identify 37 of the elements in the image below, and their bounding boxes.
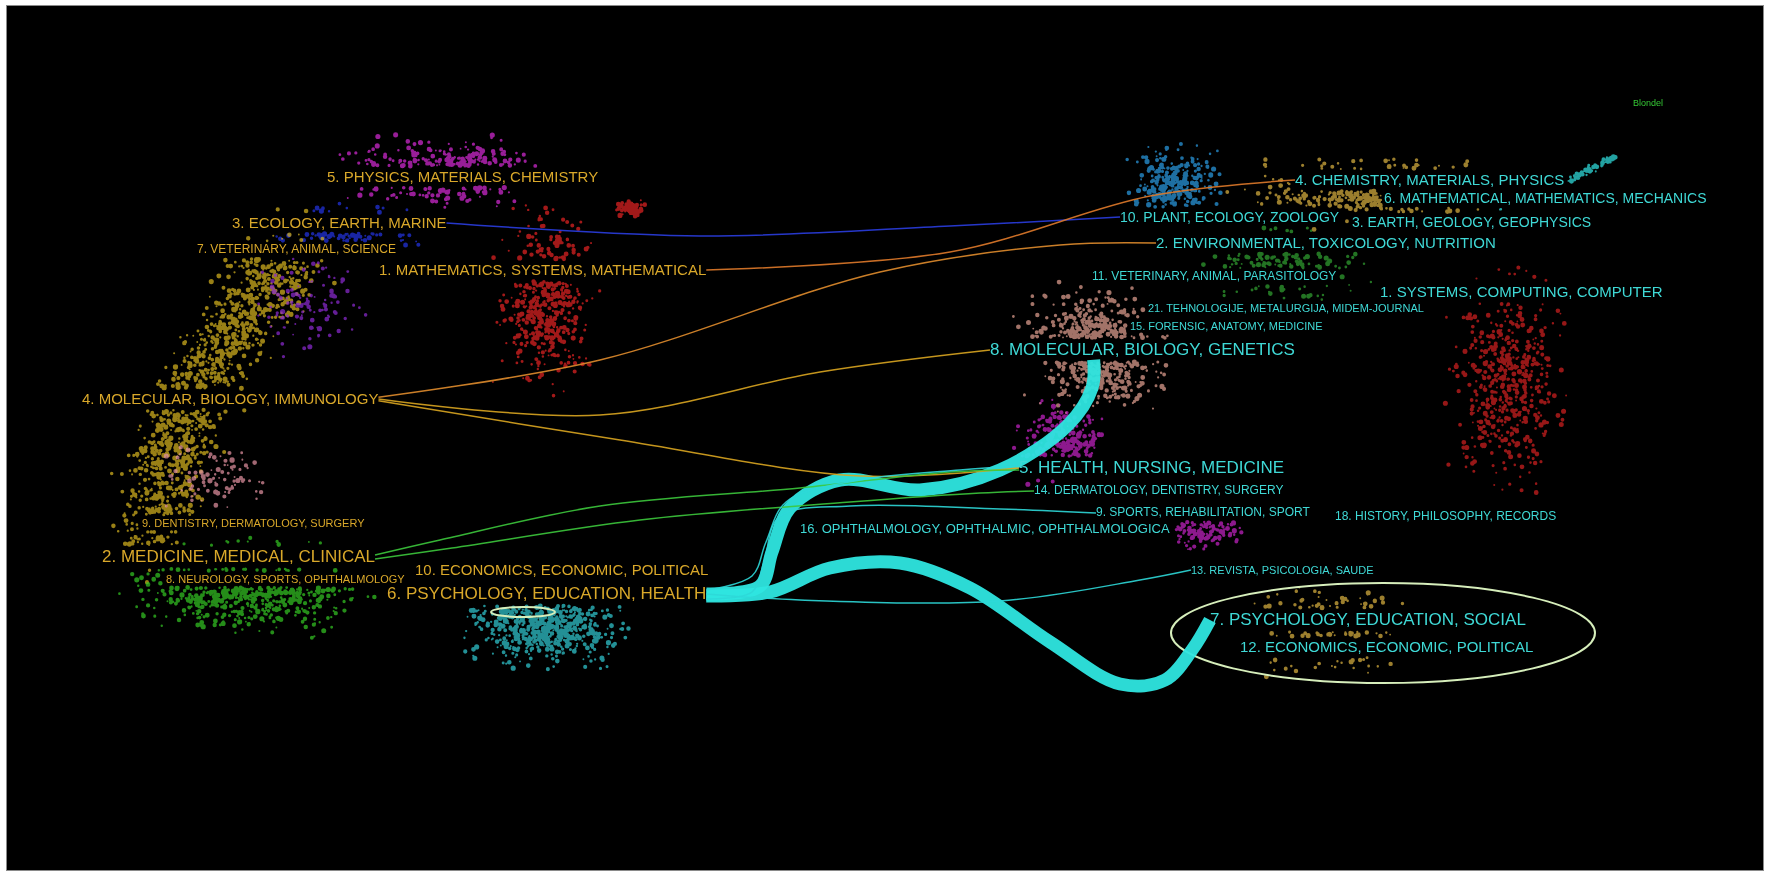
citation-link bbox=[374, 469, 1020, 556]
citation-link bbox=[377, 349, 991, 417]
cluster-label: 12. ECONOMICS, ECONOMIC, POLITICAL bbox=[1240, 638, 1534, 656]
cluster-label: 4. MOLECULAR, BIOLOGY, IMMUNOLOGY bbox=[82, 390, 379, 408]
citation-link bbox=[705, 569, 1192, 604]
cluster-label: 1. MATHEMATICS, SYSTEMS, MATHEMATICAL bbox=[379, 261, 707, 279]
cluster-label: 1. SYSTEMS, COMPUTING, COMPUTER bbox=[1380, 283, 1663, 301]
cluster-label: 9. DENTISTRY, DERMATOLOGY, SURGERY bbox=[142, 516, 365, 530]
citation-link bbox=[705, 504, 1097, 600]
cluster-label: 7. VETERINARY, ANIMAL, SCIENCE bbox=[197, 243, 396, 257]
cluster-label: 2. MEDICINE, MEDICAL, CLINICAL bbox=[102, 547, 375, 567]
cluster-label: 9. SPORTS, REHABILITATION, SPORT bbox=[1096, 506, 1310, 520]
citation-link bbox=[374, 490, 1035, 560]
cluster-label: 16. OPHTHALMOLOGY, OPHTHALMIC, OPHTHALMOLOGICA bbox=[800, 521, 1170, 537]
cluster-label: 4. CHEMISTRY, MATERIALS, PHYSICS bbox=[1295, 171, 1565, 189]
citation-link bbox=[445, 216, 1121, 237]
citation-link bbox=[705, 179, 1296, 271]
cluster-label: 10. PLANT, ECOLOGY, ZOOLOGY bbox=[1120, 208, 1340, 226]
cluster-label: 21. TEHNOLOGIJE, METALURGIJA, MIDEM-JOURNAL bbox=[1148, 301, 1424, 315]
cluster-label: 18. HISTORY, PHILOSOPHY, RECORDS bbox=[1335, 510, 1557, 524]
cluster-label: 14. DERMATOLOGY, DENTISTRY, SURGERY bbox=[1034, 484, 1284, 498]
cluster-label: 10. ECONOMICS, ECONOMIC, POLITICAL bbox=[415, 561, 709, 579]
cluster-label: 3. ECOLOGY, EARTH, MARINE bbox=[232, 214, 447, 232]
citation-link bbox=[377, 400, 1020, 478]
cluster-label: 11. VETERINARY, ANIMAL, PARASITOLOGY bbox=[1092, 270, 1337, 284]
cluster-label: 13. REVISTA, PSICOLOGIA, SAUDE bbox=[1191, 563, 1374, 577]
corner-note: Blondel bbox=[1633, 97, 1664, 109]
citation-link bbox=[377, 242, 1157, 399]
cluster-label: 7. PSYCHOLOGY, EDUCATION, SOCIAL bbox=[1210, 610, 1526, 630]
cluster-label: 8. MOLECULAR, BIOLOGY, GENETICS bbox=[990, 340, 1295, 360]
cluster-label: 15. FORENSIC, ANATOMY, MEDICINE bbox=[1130, 319, 1323, 333]
cluster-label: 5. PHYSICS, MATERIALS, CHEMISTRY bbox=[327, 168, 599, 186]
cluster-label: 8. NEUROLOGY, SPORTS, OPHTHALMOLOGY bbox=[166, 572, 405, 586]
cluster-label: 6. MATHEMATICAL, MATHEMATICS, MECHANICS bbox=[1384, 189, 1707, 207]
cluster-label: 3. EARTH, GEOLOGY, GEOPHYSICS bbox=[1352, 213, 1592, 231]
cluster-label: 2. ENVIRONMENTAL, TOXICOLOGY, NUTRITION bbox=[1156, 234, 1496, 252]
cluster-label: 6. PSYCHOLOGY, EDUCATION, HEALTH bbox=[387, 584, 707, 604]
